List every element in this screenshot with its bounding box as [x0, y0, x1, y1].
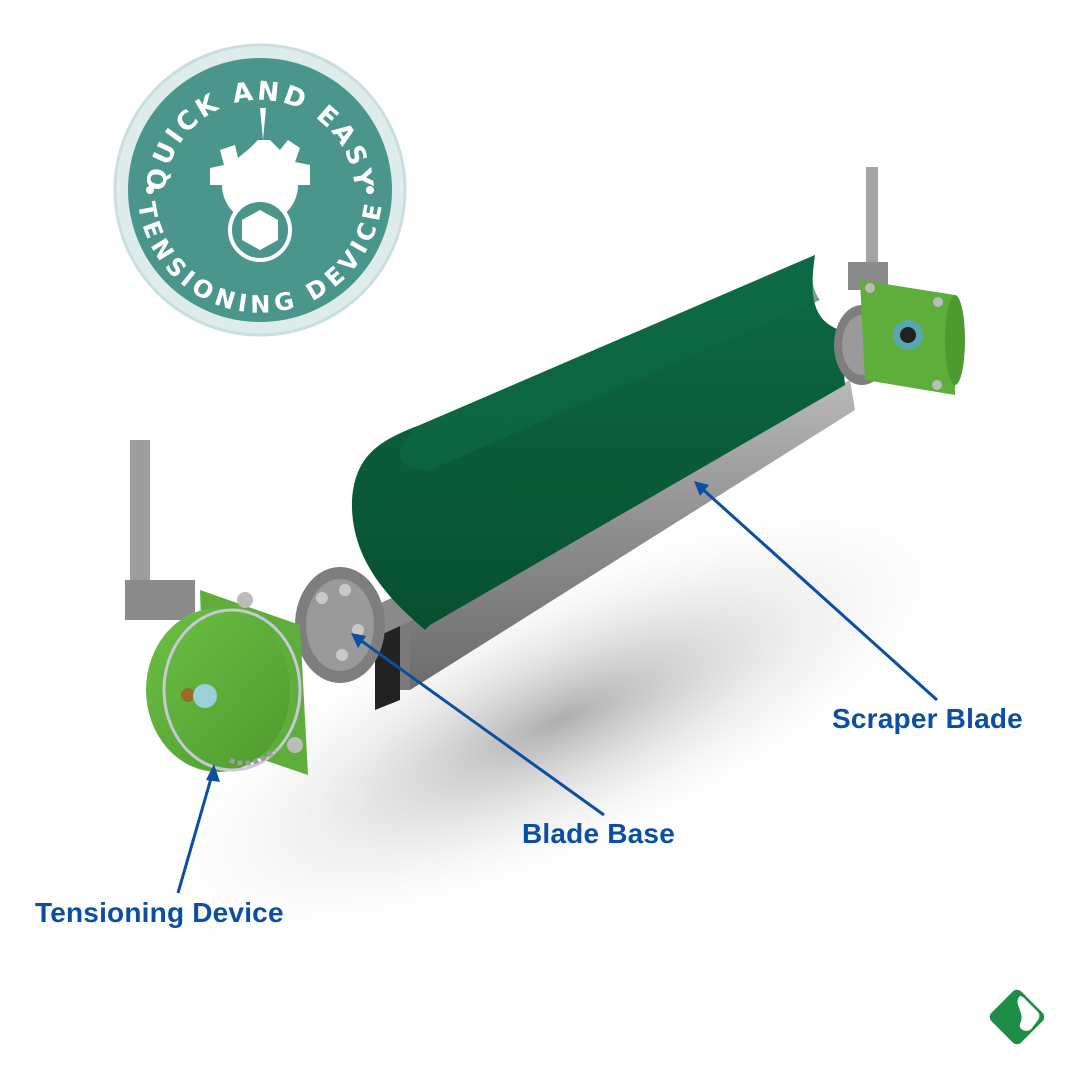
ground-shadow	[126, 484, 994, 956]
left-flange	[295, 567, 385, 683]
callout-lines	[176, 481, 939, 894]
callout-tensioning-device: Tensioning Device	[35, 897, 284, 928]
gear-with-hex-nut-icon	[210, 108, 310, 262]
callout-blade-base: Blade Base	[522, 818, 675, 849]
left-tensioning-device	[125, 440, 308, 775]
callout-scraper-blade: Scraper Blade	[832, 703, 1023, 734]
quick-easy-badge: QUICK AND EASY TENSIONING DEVICE	[110, 40, 410, 340]
scraper-blade-body	[351, 255, 845, 630]
right-tensioning-device	[848, 167, 965, 395]
brand-diamond-logo-icon	[982, 982, 1052, 1052]
